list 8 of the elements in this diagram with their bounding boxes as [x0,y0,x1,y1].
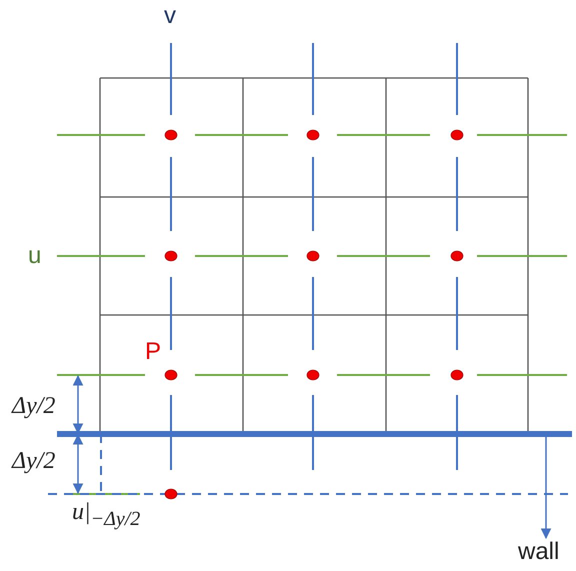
boundary-value-label: u|$_{−Δy/2}$ [72,500,140,529]
velocity-label: v [164,4,176,28]
dimension-label: Δy/2 [12,394,56,418]
leader-line [540,437,552,540]
dimension-label: Δy/2 [12,449,56,473]
wall-label: wall [518,540,560,564]
point-label: P [145,340,162,364]
velocity-label: u [28,244,42,268]
